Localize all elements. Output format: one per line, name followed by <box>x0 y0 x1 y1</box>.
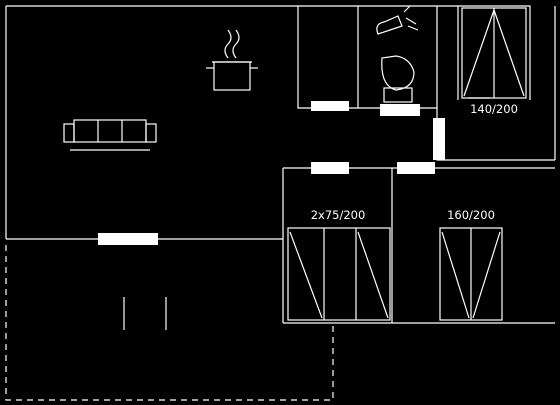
lower-left-fixtures <box>123 297 167 330</box>
wardrobe-left <box>287 227 391 321</box>
toilet-icon <box>381 55 415 103</box>
wardrobe-right-label: 160/200 <box>447 208 495 222</box>
balcony-dashed-line <box>5 245 334 401</box>
wardrobe-left-label: 2x75/200 <box>311 208 366 222</box>
wardrobe-top-label: 140/200 <box>470 102 518 116</box>
sofa-icon <box>63 119 157 151</box>
door-corridor-right <box>397 162 435 174</box>
lower-room-wall <box>283 167 555 324</box>
living-room-wall <box>5 5 298 323</box>
door-living <box>98 233 158 245</box>
balcony-outline <box>5 245 334 401</box>
bathroom-wall <box>297 5 438 109</box>
shower-icon <box>376 5 419 35</box>
wardrobe-right <box>439 227 503 321</box>
closet-wall <box>436 5 556 161</box>
doors <box>98 101 435 245</box>
door-corridor-left <box>311 162 349 174</box>
walls <box>5 5 556 324</box>
door-bathroom-left <box>311 101 349 111</box>
door-bathroom-right <box>380 104 420 116</box>
wardrobe-top <box>461 7 527 99</box>
door-vertical <box>433 118 445 160</box>
stove-pot-icon <box>206 29 258 91</box>
